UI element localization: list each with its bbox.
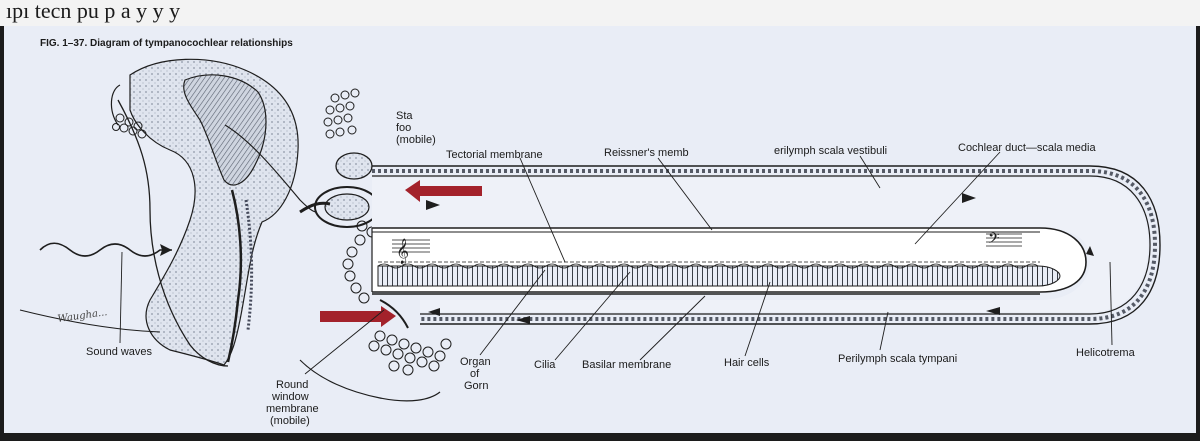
label-round-window-3: membrane: [266, 403, 319, 415]
bass-clef-icon: 𝄢: [988, 230, 1000, 251]
label-stapes-2: foo: [396, 122, 411, 134]
label-cochlear-duct: Cochlear duct—scala media: [958, 142, 1096, 154]
label-round-window-1: Round: [276, 379, 308, 391]
label-cilia: Cilia: [534, 359, 556, 371]
label-reissners-membrane: Reissner's memb: [604, 147, 689, 159]
label-organ-of-corti-1: Organ: [460, 356, 491, 368]
label-stapes-1: Sta: [396, 110, 413, 122]
label-stapes-3: (mobile): [396, 134, 436, 146]
label-round-window-4: (mobile): [270, 415, 310, 427]
label-perilymph-scala-vestibuli: erilymph scala vestibuli: [774, 145, 887, 157]
cochlea: 𝄞 𝄢: [372, 166, 1160, 324]
label-hair-cells: Hair cells: [724, 357, 770, 369]
label-sound-waves: Sound waves: [86, 346, 153, 358]
label-tectorial-membrane: Tectorial membrane: [446, 149, 543, 161]
label-helicotrema: Helicotrema: [1076, 347, 1136, 359]
label-organ-of-corti-2: of: [470, 368, 480, 380]
label-organ-of-corti-3: Gorn: [464, 380, 488, 392]
label-round-window-2: window: [271, 391, 309, 403]
label-perilymph-scala-tympani: Perilymph scala tympani: [838, 353, 957, 365]
figure-caption: FIG. 1–37. Diagram of tympanocochlear re…: [40, 38, 293, 49]
top-strip-text: ıpı tecn pu p a y y y: [6, 0, 180, 23]
treble-clef-icon: 𝄞: [396, 238, 409, 264]
label-basilar-membrane: Basilar membrane: [582, 359, 671, 371]
